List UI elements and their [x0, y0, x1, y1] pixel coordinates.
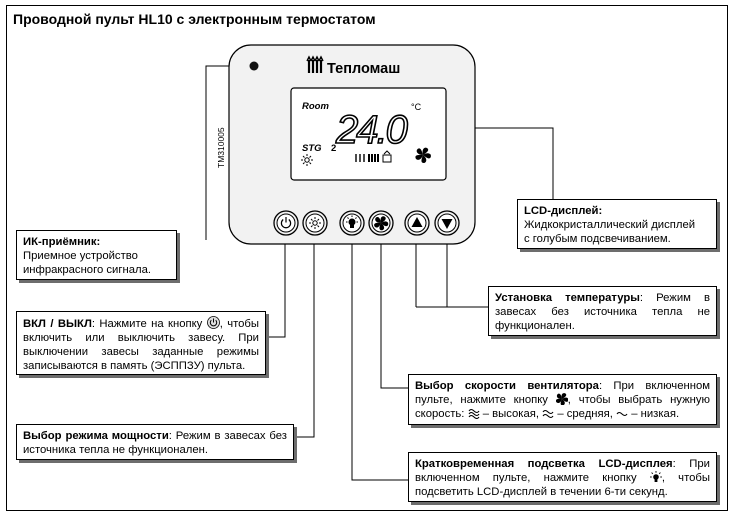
callout-lcd-line2: с голубым подсвечиванием. — [524, 233, 671, 245]
power-icon — [280, 217, 292, 229]
lcd-sun-icon — [301, 154, 313, 166]
fan-speed-high: – высокая, — [482, 408, 540, 420]
fan-low-icon — [616, 411, 628, 417]
fan-speed-button[interactable] — [368, 210, 394, 236]
fan-high-icon — [468, 408, 480, 419]
leader-power — [294, 240, 315, 438]
leader-backlight — [351, 240, 408, 481]
brand-logo: Тепломаш — [306, 55, 400, 77]
callout-fan-speed: Выбор скорости вентилятора: При включенн… — [408, 374, 717, 425]
arrow-up-icon — [411, 217, 423, 227]
power-icon — [206, 316, 220, 329]
callout-power-mode: Выбор режима мощности: Режим в завесах б… — [16, 424, 294, 460]
lcd-stage-label: STG — [302, 143, 322, 154]
callout-backlight-heading: Кратковременная подсветка LCD-дисплея — [415, 458, 673, 470]
outer-frame — [6, 5, 728, 511]
temp-up-button[interactable] — [404, 210, 430, 236]
backlight-button[interactable] — [339, 210, 365, 236]
power-button[interactable] — [273, 210, 299, 236]
callout-power-heading: Выбор режима мощности — [23, 430, 169, 442]
temp-down-button[interactable] — [434, 210, 460, 236]
lcd-heat-icons — [355, 150, 392, 163]
diagram-title: Проводной пульт HL10 с электронным термо… — [13, 11, 376, 27]
callout-fan-text1: : При включенном пульте, нажмите кнопку — [415, 380, 710, 406]
brand-name: Тепломаш — [327, 61, 400, 77]
ir-receiver-dot — [249, 61, 259, 71]
lcd-fan-icon — [415, 147, 431, 164]
callout-ir-receiver: ИК-приёмник: Приемное устройство инфракр… — [16, 230, 177, 280]
callout-fan-text2: , чтобы выбрать нужную скорость: — [415, 394, 710, 420]
callout-lcd-display: LCD-дисплей: Жидкокристаллический диспле… — [517, 199, 717, 249]
power-mode-button[interactable] — [302, 210, 328, 236]
callout-temperature: Установка температуры: Режим в завесах б… — [488, 286, 717, 336]
leader-fan — [380, 240, 408, 389]
callout-backlight-text2: , чтобы подсветить LCD-дисплей в течении… — [415, 472, 710, 498]
lightbulb-icon — [346, 215, 358, 228]
lcd-display — [290, 87, 447, 181]
sun-icon — [309, 217, 321, 229]
callout-backlight: Кратковременная подсветка LCD-дисплея: П… — [408, 452, 717, 502]
lcd-stage-value: 2 — [331, 143, 336, 154]
callout-fan-heading: Выбор скорости вентилятора — [415, 380, 599, 392]
lightbulb-icon — [649, 471, 662, 482]
fan-icon — [374, 216, 389, 231]
lcd-room-label: Room — [302, 101, 329, 112]
arrow-down-icon — [441, 219, 453, 229]
callout-onoff-heading: ВКЛ / ВЫКЛ — [23, 318, 92, 330]
callout-ir-line2: инфракрасного сигнала. — [23, 264, 151, 276]
model-code: TM310005 — [216, 127, 226, 168]
callout-ir-heading: ИК-приёмник: — [23, 236, 101, 248]
callout-temp-heading: Установка температуры — [495, 292, 640, 304]
callout-temp-text: : Режим в завесах без источника тепла не… — [495, 292, 711, 332]
lcd-temperature: 24.0 — [335, 108, 408, 152]
callout-lcd-line1: Жидкокристаллический дисплей — [524, 219, 696, 231]
fan-speed-low: – низкая. — [631, 408, 680, 420]
callout-onoff-text2: , чтобы включить или выключить завесу. П… — [23, 318, 260, 372]
fan-icon — [555, 393, 568, 405]
fan-speed-medium: – средняя, — [557, 408, 613, 420]
fan-medium-icon — [542, 409, 554, 419]
callout-on-off: ВКЛ / ВЫКЛ: Нажмите на кнопку , чтобы вк… — [16, 311, 266, 375]
callout-backlight-text1: : При включенном пульте, нажмите кнопку — [415, 458, 710, 484]
callout-power-text: : Режим в завесах без источника тепла не… — [23, 430, 287, 456]
lcd-unit: °C — [411, 102, 422, 112]
callout-lcd-heading: LCD-дисплей: — [524, 205, 603, 217]
callout-ir-line1: Приемное устройство — [23, 250, 138, 262]
leader-onoff — [266, 240, 286, 338]
logo-heat-icon — [306, 55, 324, 73]
callout-onoff-text1: : Нажмите на кнопку — [91, 318, 203, 330]
